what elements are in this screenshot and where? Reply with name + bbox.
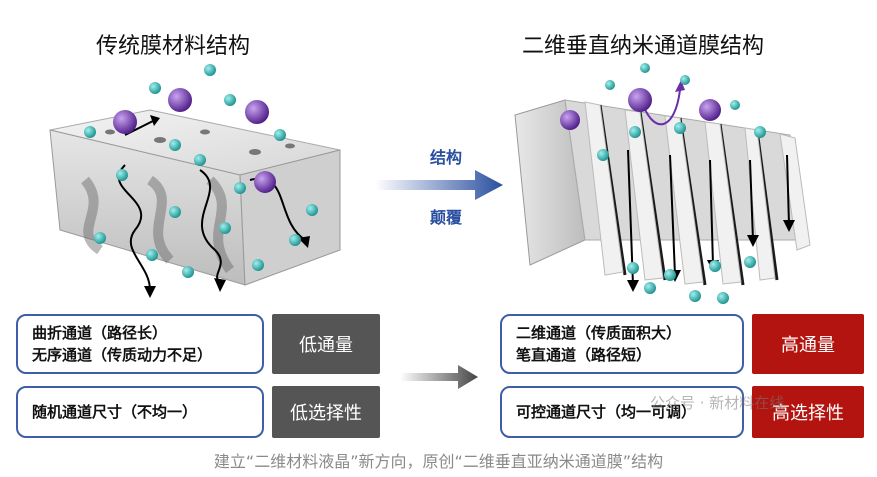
low-flux-tag: 低通量 [272,314,380,374]
high-flux-tag: 高通量 [752,314,864,374]
vertical-flux-box: 二维通道（传质面积大） 笔直通道（路径短） [500,314,744,374]
box-line: 无序通道（传质动力不足） [32,346,213,364]
comparison-arrow [400,365,478,389]
left-title: 传统膜材料结构 [96,34,251,59]
vertical-selectivity-box: 可控通道尺寸（均一可调） [500,386,744,438]
right-title: 二维垂直纳米通道膜结构 [522,34,765,59]
traditional-selectivity-box: 随机通道尺寸（不均一） [16,386,264,438]
arrow-bottom-label: 颠覆 [430,208,463,227]
traditional-membrane-illustration [49,64,341,298]
traditional-flux-box: 曲折通道（路径长） 无序通道（传质动力不足） [16,314,264,374]
box-line: 可控通道尺寸（均一可调） [516,403,697,421]
box-line: 曲折通道（路径长） [32,324,168,342]
watermark: 公众号 · 新材料在线 [650,394,785,412]
arrow-top-label: 结构 [430,148,463,167]
box-line: 随机通道尺寸（不均一） [32,403,198,421]
figure-caption: 建立“二维材料液晶”新方向，原创“二维垂直亚纳米通道膜”结构 [213,452,664,471]
vertical-channel-illustration [514,63,811,304]
box-line: 笔直通道（路径短） [516,346,652,364]
transformation-arrow [375,170,503,200]
low-selectivity-tag: 低选择性 [272,386,380,438]
box-line: 二维通道（传质面积大） [516,324,682,342]
high-selectivity-tag: 高选择性 [752,386,864,438]
